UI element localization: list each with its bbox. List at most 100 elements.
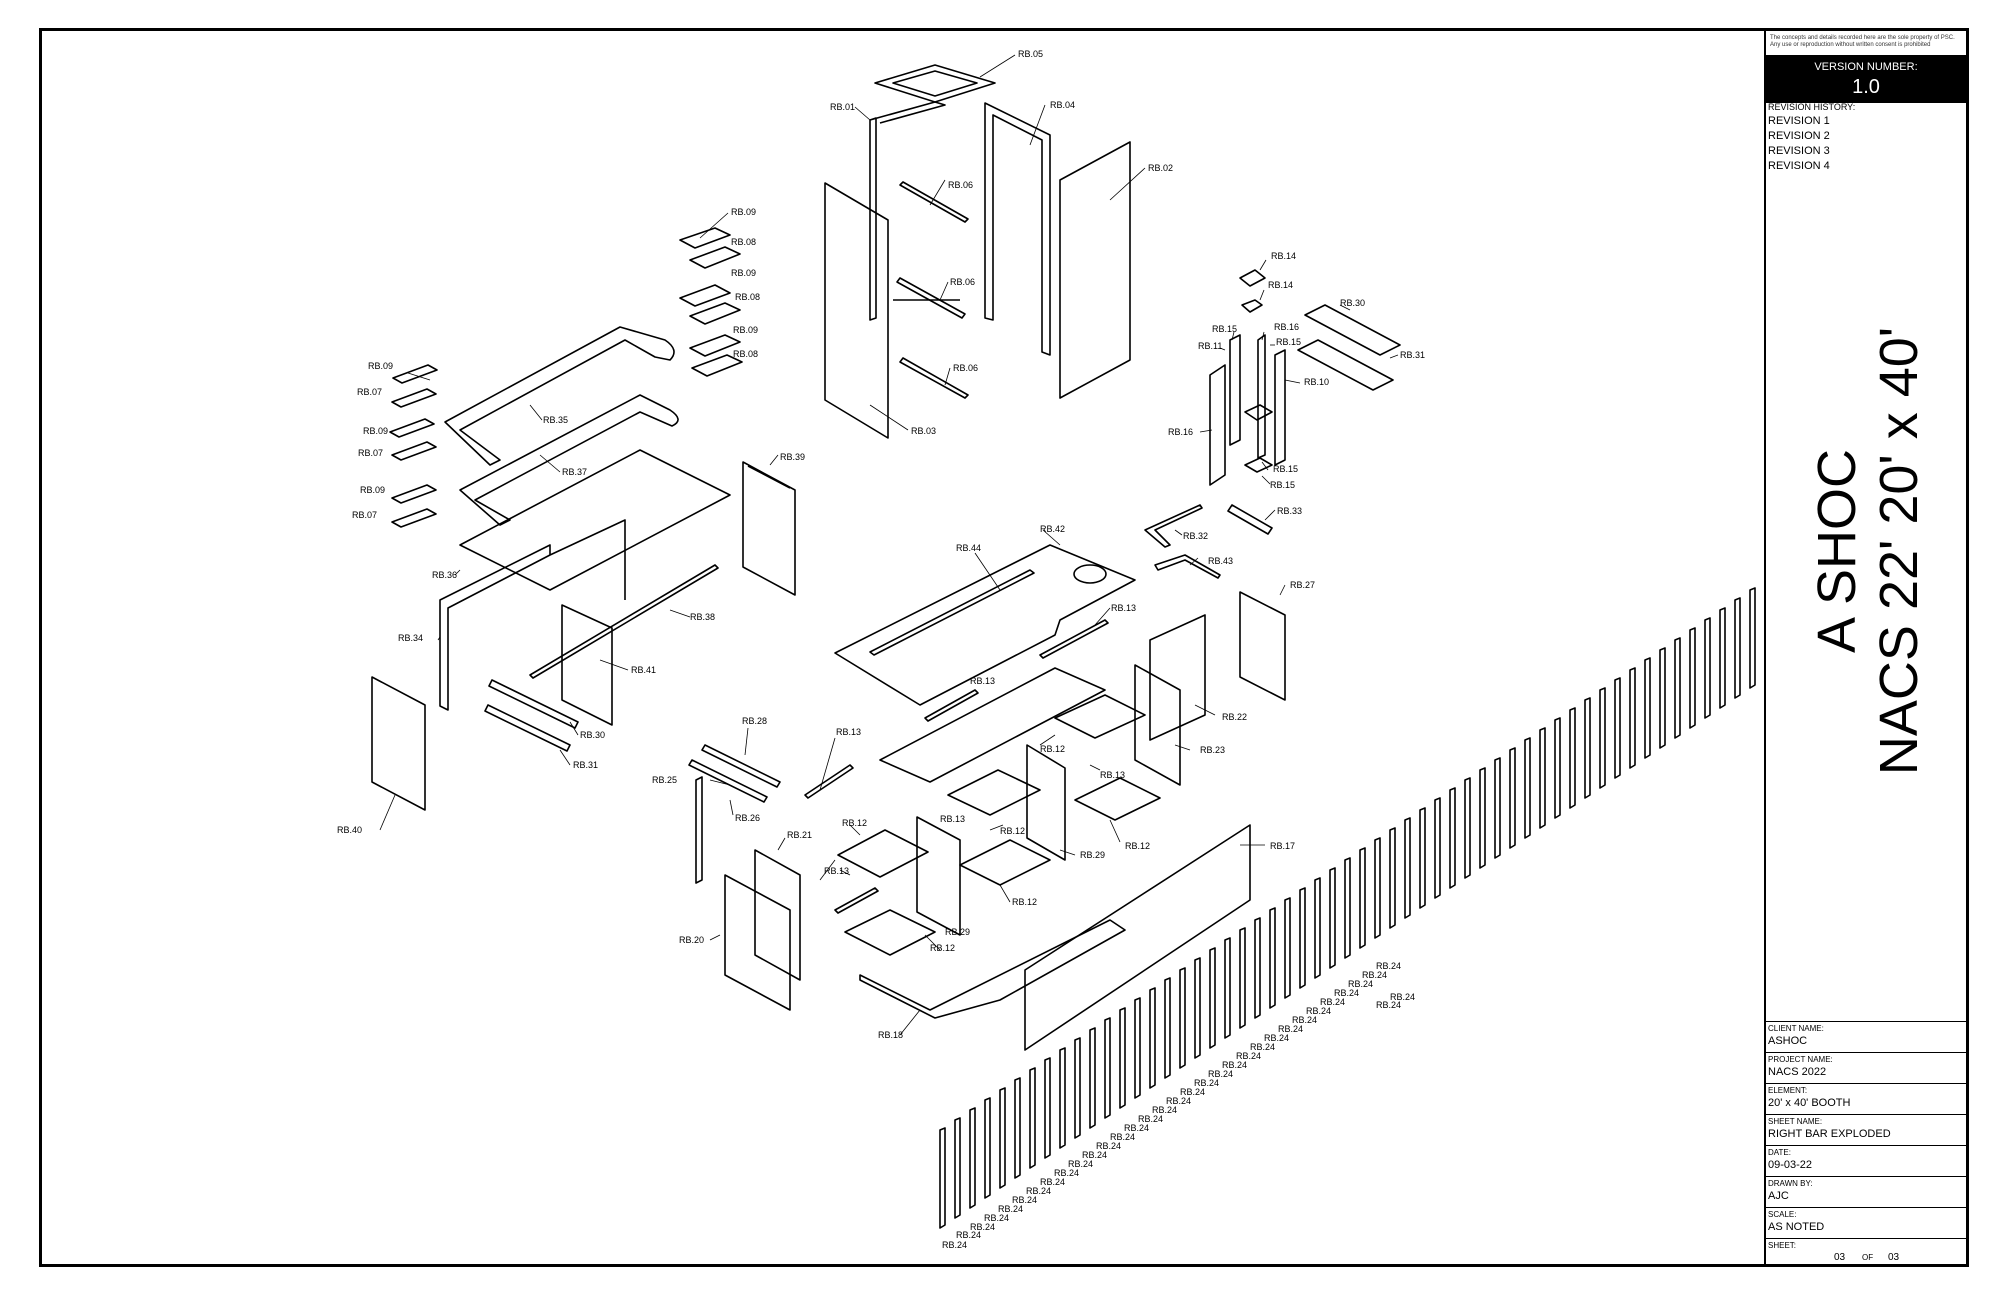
part-rb01 — [869, 101, 946, 321]
callout-rb24: RB.24 — [1124, 1123, 1149, 1133]
callout-rb09: RB.09 — [733, 325, 758, 335]
part-rb04 — [984, 102, 1051, 356]
scale-value: AS NOTED — [1768, 1221, 1825, 1233]
callout-rb16: RB.16 — [1274, 322, 1299, 332]
version-label: VERSION NUMBER: — [1814, 61, 1918, 73]
callout-rb43: RB.43 — [1208, 556, 1233, 566]
callout-rb24: RB.24 — [1278, 1024, 1303, 1034]
callout-rb09: RB.09 — [731, 207, 756, 217]
part-rb30-right — [1304, 304, 1401, 356]
revision-item: REVISION 1 — [1768, 115, 1830, 127]
callout-rb24: RB.24 — [1376, 1000, 1401, 1010]
callout-rb09: RB.09 — [368, 361, 393, 371]
callout-rb37: RB.37 — [562, 467, 587, 477]
part-rb31-left — [484, 704, 571, 752]
part-rb25 — [695, 776, 703, 884]
part-rb42-cutout — [1073, 564, 1107, 584]
part-rb18 — [859, 919, 1126, 1019]
project-field: PROJECT NAME: NACS 2022 — [1766, 1052, 1966, 1083]
callout-rb12: RB.12 — [842, 818, 867, 828]
project-label: PROJECT NAME: — [1768, 1055, 1833, 1064]
callout-rb24: RB.24 — [1082, 1150, 1107, 1160]
part-rb13-left — [804, 764, 854, 799]
callout-rb13: RB.13 — [824, 866, 849, 876]
callout-rb12: RB.12 — [1040, 744, 1065, 754]
revision-list: REVISION 1 REVISION 2 REVISION 3 REVISIO… — [1768, 114, 1830, 174]
callout-rb09: RB.09 — [731, 268, 756, 278]
callout-rb24: RB.24 — [1166, 1096, 1191, 1106]
part-rb36 — [459, 449, 731, 591]
callout-rb09: RB.09 — [363, 426, 388, 436]
callout-rb38: RB.38 — [690, 612, 715, 622]
sheet-of: OF — [1862, 1253, 1874, 1262]
callout-rb29: RB.29 — [945, 927, 970, 937]
callout-rb44: RB.44 — [956, 543, 981, 553]
callout-rb24: RB.24 — [1194, 1078, 1219, 1088]
element-field: ELEMENT: 20' x 40' BOOTH — [1766, 1083, 1966, 1114]
callout-rb35: RB.35 — [543, 415, 568, 425]
callout-rb24: RB.24 — [1348, 979, 1373, 989]
callout-rb08: RB.08 — [733, 349, 758, 359]
part-rb24-slats — [939, 587, 1756, 1229]
part-rb33 — [1227, 504, 1273, 535]
revision-history-label: REVISION HISTORY: — [1768, 102, 1856, 112]
callout-rb15: RB.15 — [1270, 480, 1295, 490]
part-rb14-b — [1241, 299, 1263, 313]
part-rb43 — [1154, 554, 1221, 579]
callout-rb24: RB.24 — [1208, 1069, 1233, 1079]
callout-rb24: RB.24 — [1096, 1141, 1121, 1151]
callout-rb31: RB.31 — [1400, 350, 1425, 360]
sheet-name-value: RIGHT BAR EXPLODED — [1768, 1128, 1891, 1140]
callout-rb24: RB.24 — [1376, 961, 1401, 971]
callout-rb36: RB.36 — [432, 570, 457, 580]
part-rb37 — [459, 394, 679, 526]
callout-rb24: RB.24 — [1222, 1060, 1247, 1070]
part-rb06-c — [899, 357, 969, 399]
part-rb17 — [1024, 824, 1251, 1051]
part-rb13-lower — [834, 887, 879, 914]
part-rb30-left — [488, 679, 579, 729]
sheet-name-field: SHEET NAME: RIGHT BAR EXPLODED — [1766, 1114, 1966, 1145]
callout-rb13: RB.13 — [1100, 770, 1125, 780]
rb24-labels: RB.24 RB.24 RB.24 RB.24 RB.24 RB.24 RB.2… — [942, 961, 1415, 1250]
project-title-line1: A SHOC — [1807, 448, 1867, 654]
callout-rb40: RB.40 — [337, 825, 362, 835]
part-rb21 — [754, 849, 801, 981]
part-rb34 — [439, 519, 626, 711]
part-rb14-a — [1239, 269, 1266, 287]
part-rb12-a — [1054, 694, 1146, 739]
date-label: DATE: — [1768, 1148, 1791, 1157]
part-rb23 — [1134, 664, 1181, 786]
callout-rb32: RB.32 — [1183, 531, 1208, 541]
revision-item: REVISION 2 — [1768, 130, 1830, 142]
callout-rb17: RB.17 — [1270, 841, 1295, 851]
project-value: NACS 2022 — [1768, 1066, 1827, 1078]
callout-rb12: RB.12 — [1012, 897, 1037, 907]
sheet-number-field: SHEET: 03 OF 03 — [1766, 1238, 1966, 1265]
callout-rb13: RB.13 — [1111, 603, 1136, 613]
callout-rb24: RB.24 — [1026, 1186, 1051, 1196]
callout-rb27: RB.27 — [1290, 580, 1315, 590]
callout-rb22: RB.22 — [1222, 712, 1247, 722]
callout-rb24: RB.24 — [1138, 1114, 1163, 1124]
callout-rb24: RB.24 — [1012, 1195, 1037, 1205]
part-rb02 — [1059, 141, 1131, 399]
callout-rb13: RB.13 — [836, 727, 861, 737]
callout-rb24: RB.24 — [1292, 1015, 1317, 1025]
callout-rb34: RB.34 — [398, 633, 423, 643]
part-rb42 — [834, 544, 1136, 706]
part-rb39 — [742, 461, 796, 596]
ownership-notice: The concepts and details recorded here a… — [1770, 35, 1955, 48]
scale-field: SCALE: AS NOTED — [1766, 1207, 1966, 1238]
callout-rb16: RB.16 — [1168, 427, 1193, 437]
project-title-line2: NACS 22' 20' x 40' — [1869, 326, 1929, 776]
callout-rb06: RB.06 — [948, 180, 973, 190]
callout-rb26: RB.26 — [735, 813, 760, 823]
version-value: 1.0 — [1852, 76, 1880, 98]
callout-rb10: RB.10 — [1304, 377, 1329, 387]
part-rb27 — [1239, 591, 1286, 701]
part-rb09-set — [679, 227, 743, 377]
callout-rb39: RB.39 — [780, 452, 805, 462]
client-field: CLIENT NAME: ASHOC — [1766, 1021, 1966, 1052]
callout-rb24: RB.24 — [970, 1222, 995, 1232]
